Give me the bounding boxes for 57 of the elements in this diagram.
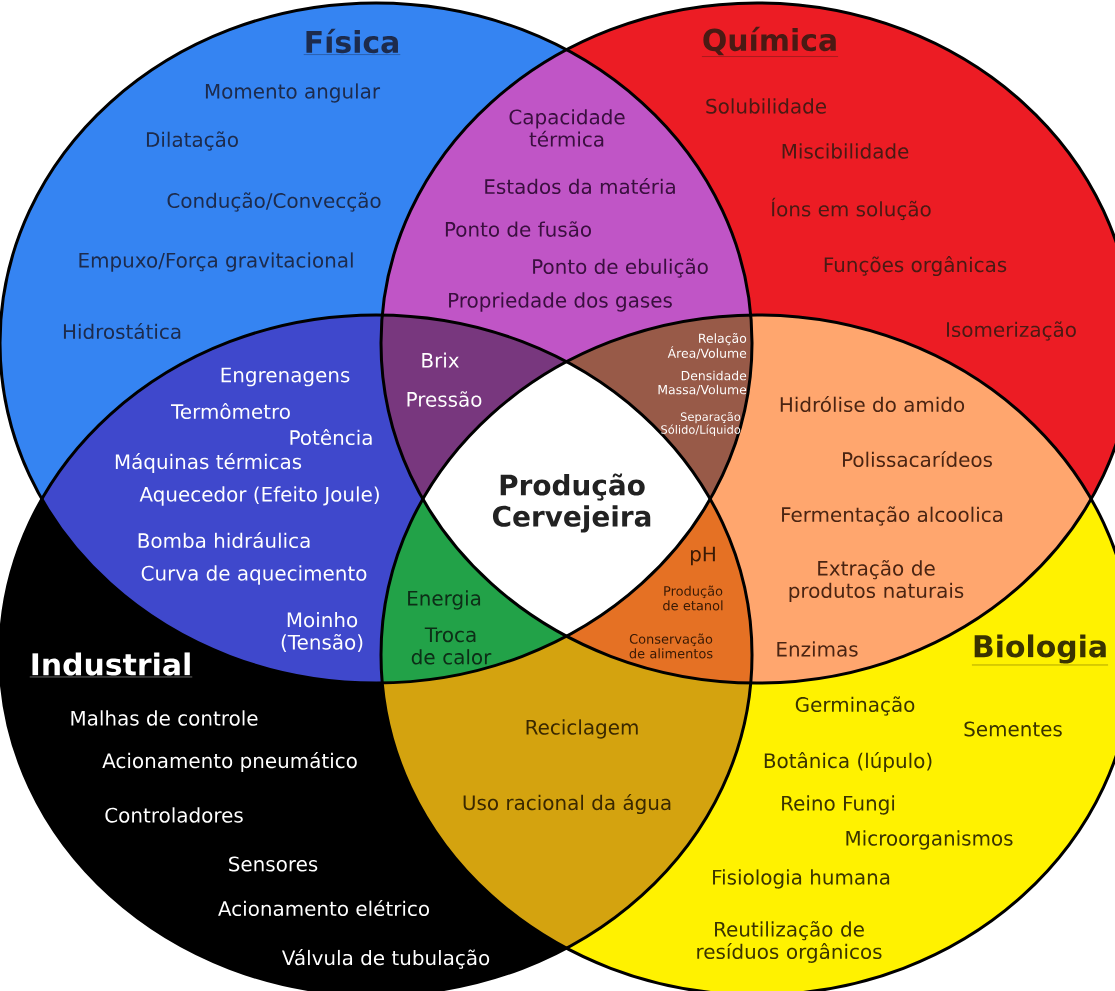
topic-label: Propriedade dos gases xyxy=(449,292,672,312)
topic-label: Troca de calor xyxy=(411,627,492,665)
topic-label: Fermentação alcoolica xyxy=(782,506,1003,526)
topic-label: Botânica (lúpulo) xyxy=(764,751,932,773)
topic-label: Miscibilidade xyxy=(782,143,909,159)
topic-label: Condução/Convecção xyxy=(167,192,381,212)
topic-label: Aquecedor (Efeito Joule) xyxy=(139,486,379,506)
topic-label: Fisiologia humana xyxy=(713,869,890,889)
topic-label: Sementes xyxy=(964,721,1062,737)
topic-label: Curva de aquecimento xyxy=(141,565,367,585)
topic-label: Ponto de fusão xyxy=(445,221,591,237)
topic-label: Hidrostática xyxy=(63,322,181,340)
topic-label: Reciclagem xyxy=(526,719,638,739)
topic-label: Densidade Massa/Volume xyxy=(658,370,747,396)
set-title: Química xyxy=(701,26,839,57)
topic-label: Máquinas térmicas xyxy=(115,452,302,474)
topic-label: Momento angular xyxy=(205,83,381,103)
topic-label: Reutilização de resíduos orgânicos xyxy=(697,921,882,963)
topic-label: Malhas de controle xyxy=(71,710,258,726)
topic-label: Solubilidade xyxy=(706,98,826,114)
topic-label: Acionamento pneumático xyxy=(102,751,357,773)
topic-label: Pressão xyxy=(407,391,482,407)
topic-label: Conservação de alimentos xyxy=(629,633,713,659)
topic-label: Enzimas xyxy=(777,641,858,657)
set-title: Biologia xyxy=(971,634,1109,666)
topic-label: Válvula de tubulação xyxy=(281,949,490,969)
topic-label: Funções orgânicas xyxy=(824,255,1007,277)
topic-label: Produção de etanol xyxy=(663,585,723,611)
topic-label: Uso racional da água xyxy=(463,793,671,815)
topic-label: Produção Cervejeira xyxy=(492,473,651,533)
set-title: Física xyxy=(303,28,401,55)
topic-label: Termômetro xyxy=(171,402,290,420)
topic-label: Empuxo/Força gravitacional xyxy=(79,252,353,272)
topic-label: Hidrólise do amido xyxy=(780,395,965,413)
topic-label: Bomba hidráulica xyxy=(138,531,310,549)
topic-label: Microorganismos xyxy=(846,830,1013,850)
topic-label: pH xyxy=(691,546,715,566)
topic-label: Capacidade térmica xyxy=(509,109,625,147)
topic-label: Moinho (Tensão) xyxy=(281,611,363,653)
topic-label: Isomerização xyxy=(947,321,1076,341)
topic-label: Controladores xyxy=(105,807,243,823)
topic-label: Estados da matéria xyxy=(485,177,675,195)
topic-label: Acionamento elétrico xyxy=(218,899,429,917)
set-title: Industrial xyxy=(29,652,193,678)
topic-label: Extração de produtos naturais xyxy=(789,560,964,602)
topic-label: Polissacarídeos xyxy=(843,450,992,468)
topic-label: Dilatação xyxy=(146,131,238,151)
topic-label: Brix xyxy=(422,352,459,368)
topic-label: Engrenagens xyxy=(221,367,350,387)
topic-label: Íons em solução xyxy=(771,197,931,221)
topic-label: Reino Fungi xyxy=(782,795,895,815)
topic-label: Germinação xyxy=(795,696,915,716)
topic-label: Potência xyxy=(290,428,372,446)
topic-label: Energia xyxy=(408,590,481,610)
topic-label: Sensores xyxy=(229,856,318,872)
topic-label: Ponto de ebulição xyxy=(533,258,708,278)
topic-label: Relação Área/Volume xyxy=(667,333,747,359)
